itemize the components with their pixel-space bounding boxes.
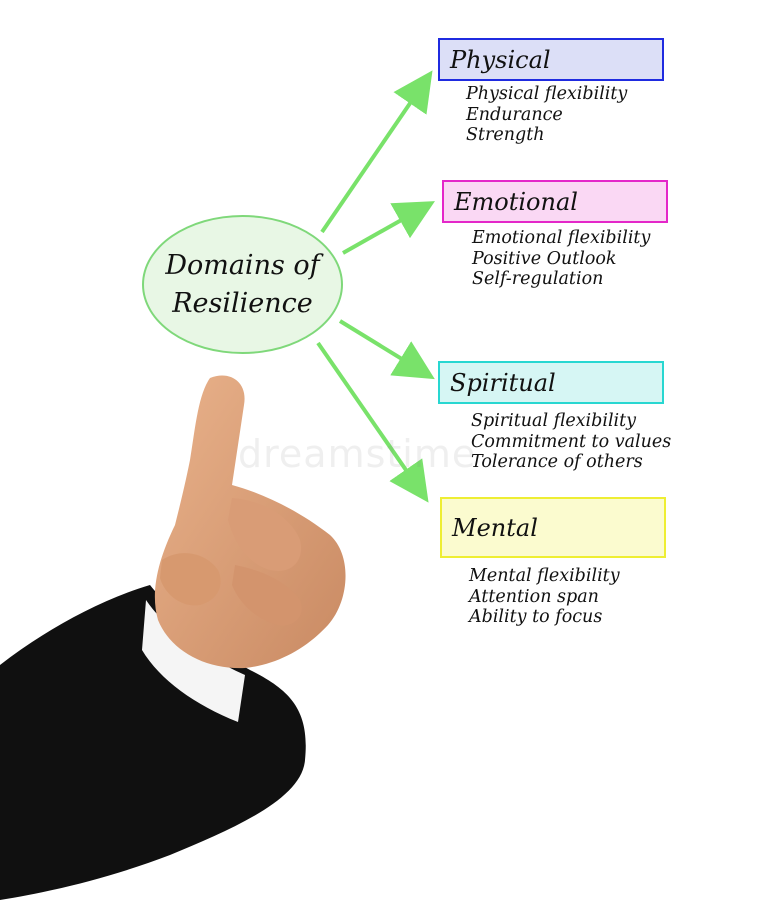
domain-item: Strength <box>466 125 545 145</box>
central-concept-line-1: Domains of <box>165 249 320 281</box>
domain-item: Mental flexibility <box>469 566 620 586</box>
folded-finger-1 <box>228 498 302 571</box>
domain-list-spiritual: Spiritual flexibility Commitment to valu… <box>471 411 671 473</box>
domain-item: Attention span <box>469 586 599 607</box>
domain-list-physical: Physical flexibility Endurance Strength <box>466 84 627 146</box>
folded-finger-2 <box>232 565 302 626</box>
domain-list-mental: Mental flexibility Attention span Abilit… <box>469 566 620 628</box>
arrow-to-mental <box>316 341 429 503</box>
domain-item: Commitment to values <box>471 431 672 452</box>
arrow-to-emotional <box>342 201 435 255</box>
domain-item: Ability to focus <box>469 607 603 627</box>
domain-item: Spiritual flexibility <box>471 411 637 431</box>
arrow-to-spiritual <box>338 319 435 380</box>
domain-box-emotional: Emotional <box>442 180 668 223</box>
domain-box-physical: Physical <box>438 38 664 81</box>
domain-item: Positive Outlook <box>472 248 617 269</box>
thumb <box>160 553 221 606</box>
domain-box-spiritual: Spiritual <box>438 361 664 404</box>
domain-item: Endurance <box>466 104 563 125</box>
domain-item: Self-regulation <box>472 269 604 289</box>
domain-item: Physical flexibility <box>466 84 628 104</box>
central-concept-line-2: Resilience <box>172 287 313 319</box>
domain-list-emotional: Emotional flexibility Positive Outlook S… <box>472 228 650 290</box>
domain-item: Emotional flexibility <box>472 228 651 248</box>
domain-item: Tolerance of others <box>471 452 643 472</box>
arrow-to-physical <box>320 70 433 234</box>
central-concept-ellipse: Domains of Resilience <box>142 215 343 354</box>
domain-box-mental: Mental <box>440 497 666 558</box>
watermark-text: dreamstime <box>238 432 477 476</box>
